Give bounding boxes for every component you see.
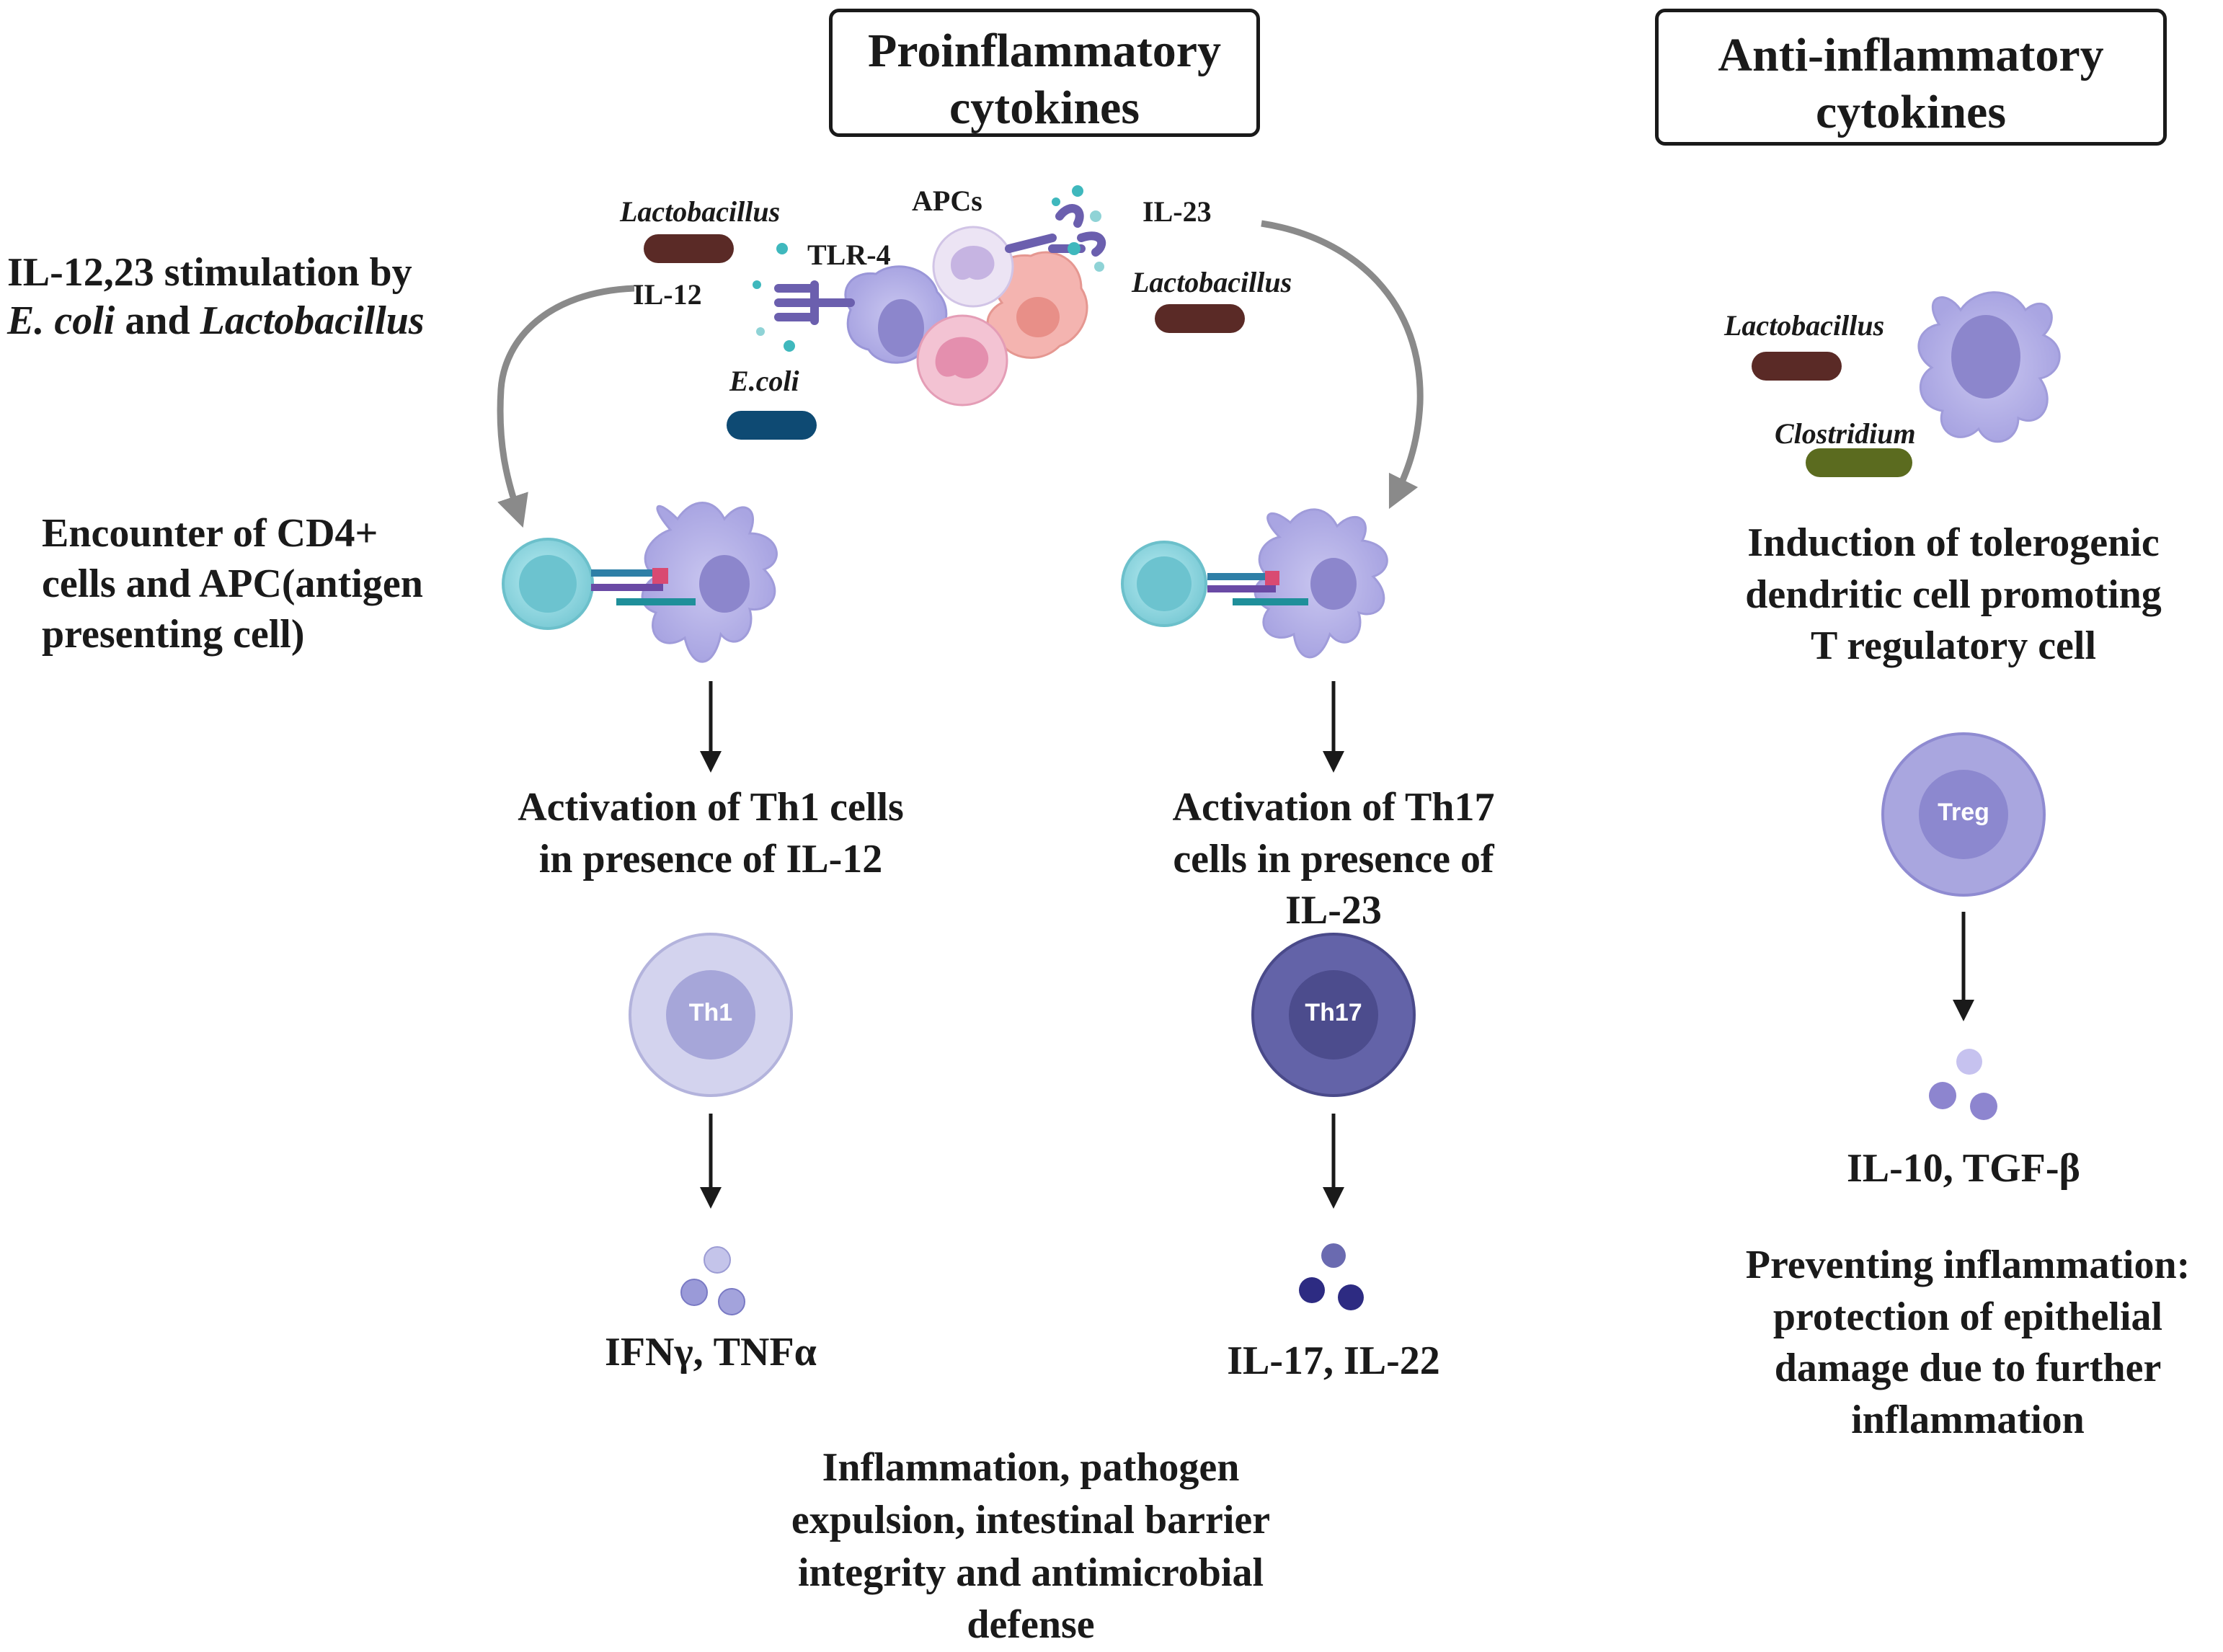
treg-cytokine-granules: [1929, 1049, 1997, 1120]
induction-text: Induction of tolerogenic dendritic cell …: [1745, 520, 2162, 669]
apc-cluster: [753, 185, 1106, 407]
apcs-label: APCs: [912, 185, 982, 217]
ecoli-label: E.coli: [729, 365, 799, 397]
treg-cytokines: IL-10, TGF-β: [1846, 1146, 2081, 1191]
right-interaction: [1121, 508, 1388, 659]
lactobacillus-label-right: Lactobacillus: [1132, 266, 1292, 298]
th17-activation-text: Activation of Th17 cells in presence of …: [1172, 785, 1495, 933]
left-interaction: [502, 502, 778, 663]
clostridium-label: Clostridium: [1775, 417, 1916, 450]
ecoli-pill: [727, 411, 817, 440]
treg-cell-label: Treg: [1938, 799, 1989, 826]
proinflammatory-header-box: Proinflammatory cytokines: [829, 9, 1260, 137]
il12-label: IL-12: [633, 278, 702, 311]
lactobacillus-pill-right: [1155, 304, 1245, 333]
tlr4-receptor-left: [774, 280, 855, 325]
tlr4-receptor-right: [1005, 204, 1106, 257]
il23-curve-arrow: [1261, 220, 1424, 510]
lactobacillus-pill-anti: [1752, 352, 1842, 381]
stimulation-title: IL-12,23 stimulation by E. coli and Lact…: [7, 250, 425, 344]
th1-cytokine-granules: [680, 1246, 745, 1315]
th17-cytokines: IL-17, IL-22: [1227, 1338, 1440, 1383]
tlr4-label: TLR-4: [807, 239, 891, 271]
lactobacillus-label-left: Lactobacillus: [620, 195, 781, 228]
inflammation-outcome-text: Inflammation, pathogen expulsion, intest…: [791, 1445, 1271, 1648]
lactobacillus-pill-left: [644, 234, 734, 263]
th17-cell-label: Th17: [1305, 999, 1362, 1026]
lactobacillus-label-anti: Lactobacillus: [1724, 309, 1885, 342]
th1-activation-text: Activation of Th1 cells in presence of I…: [518, 785, 904, 881]
il23-label: IL-23: [1142, 195, 1212, 228]
anti-inflammatory-title: Anti-inflammatory cytokines: [1718, 29, 2104, 139]
th17-cytokine-granules: [1299, 1243, 1364, 1310]
th1-cell-label: Th1: [688, 999, 733, 1026]
preventing-inflammation-text: Preventing inflammation: protection of e…: [1745, 1243, 2191, 1443]
il12-curve-arrow: [497, 285, 635, 528]
proinflammatory-title: Proinflammatory cytokines: [867, 25, 1221, 135]
encounter-text: Encounter of CD4+ cells and APC(antigen …: [42, 511, 423, 657]
anti-inflammatory-header-box: Anti-inflammatory cytokines: [1655, 9, 2167, 146]
clostridium-pill: [1806, 448, 1912, 477]
th1-cytokines: IFNγ, TNFα: [605, 1330, 817, 1375]
